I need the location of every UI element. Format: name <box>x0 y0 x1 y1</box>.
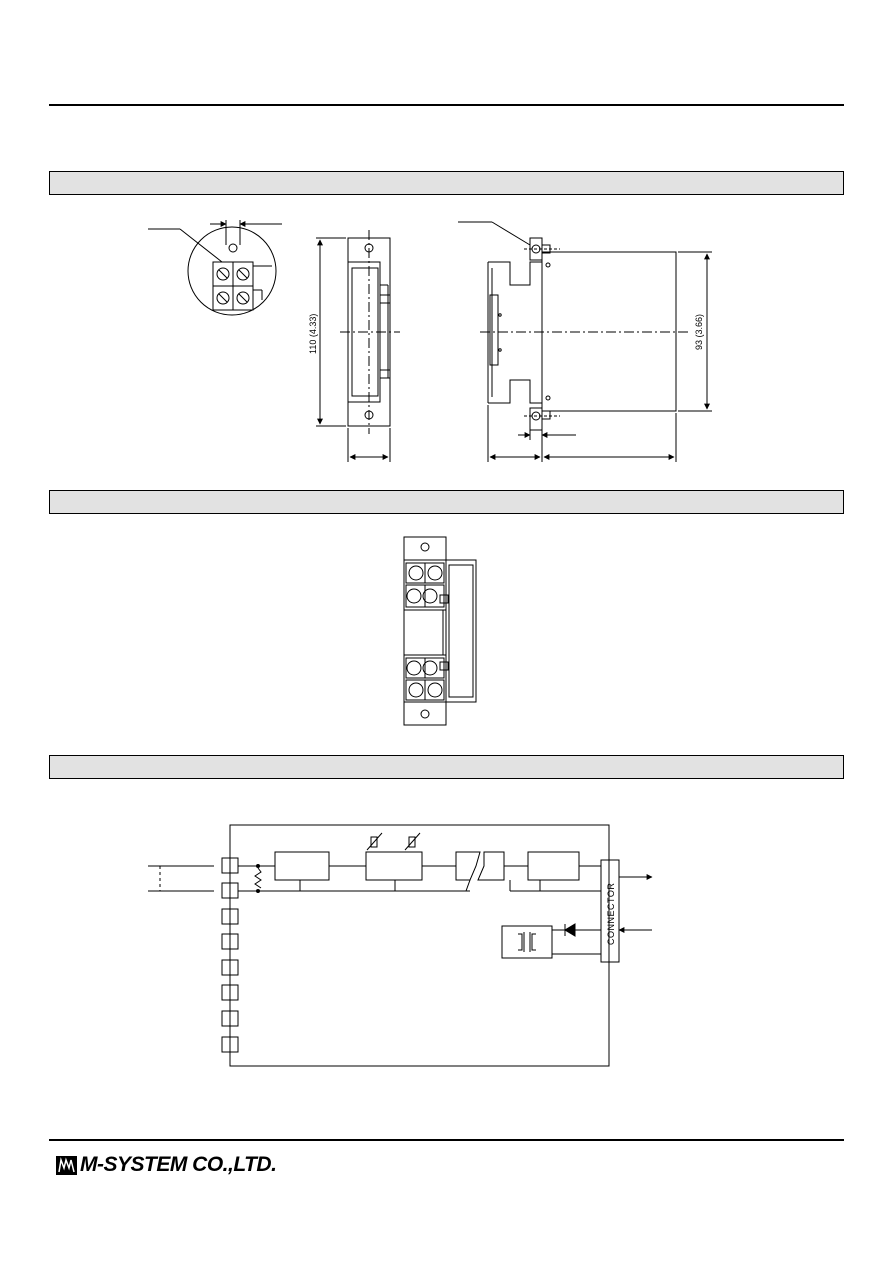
terminal-blocks <box>221 857 239 1053</box>
terminal-detail-view <box>148 220 282 316</box>
top-rule <box>49 104 844 106</box>
connector-label: CONNECTOR <box>606 883 616 945</box>
section-bar-schematic <box>49 755 844 779</box>
side-view <box>458 221 712 462</box>
section-bar-dimensions <box>49 171 844 195</box>
dim-height-front: 110 (4.33) <box>308 314 318 354</box>
terminal-assignment-view <box>403 536 477 726</box>
dim-height-side: 93 (3.66) <box>694 314 704 350</box>
bottom-rule <box>49 1139 844 1141</box>
company-name: M-SYSTEM CO.,LTD. <box>80 1153 277 1176</box>
front-view <box>316 230 400 462</box>
section-bar-terminal-assignments <box>49 490 844 514</box>
block-diagram <box>148 824 653 1067</box>
